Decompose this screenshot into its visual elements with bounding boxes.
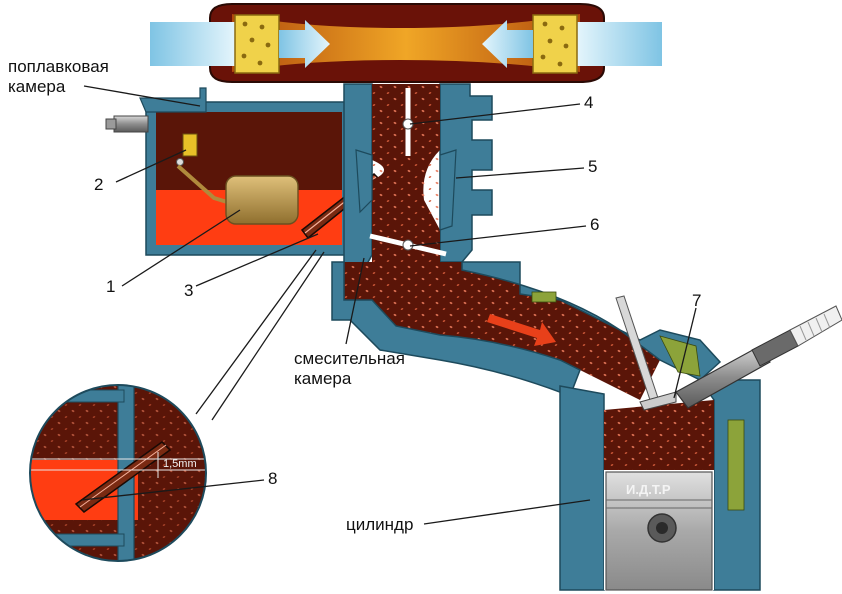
- float-chamber-label-line2: камера: [8, 77, 66, 96]
- air-inlet-right: [577, 22, 662, 66]
- callout-8: 8: [268, 469, 277, 488]
- air-flow-arrow-right: [482, 20, 533, 68]
- air-filter-icon: [150, 3, 662, 83]
- piston-mark: И.Д.Т.Р: [626, 482, 671, 497]
- detail-zoom-circle: 1,5mm: [29, 249, 325, 562]
- leader-lines: [81, 85, 697, 525]
- air-flow-arrow-left: [279, 20, 330, 68]
- callout-6: 6: [590, 215, 599, 234]
- air-inlet-left: [150, 22, 235, 66]
- fuel-inlet-fitting: [105, 115, 149, 133]
- callout-4: 4: [584, 93, 593, 112]
- mixing-chamber-label-line1: смесительная: [294, 349, 405, 368]
- callout-2: 2: [94, 175, 103, 194]
- callout-7: 7: [692, 291, 701, 310]
- cylinder-label: цилиндр: [346, 515, 413, 534]
- piston-icon: И.Д.Т.Р: [605, 471, 713, 591]
- runner-upper-wall: [461, 261, 722, 381]
- callout-1: 1: [106, 277, 115, 296]
- throttle-valve: [369, 233, 447, 257]
- float-icon: [225, 175, 299, 225]
- callout-3: 3: [184, 281, 193, 300]
- mixing-chamber-label-line2: камера: [294, 369, 352, 388]
- valve-icon: [615, 295, 677, 411]
- gap-dimension-label: 1,5mm: [163, 458, 197, 470]
- filter-block-left: [234, 14, 280, 74]
- callout-5: 5: [588, 157, 597, 176]
- carburetor-body: [105, 83, 722, 400]
- float-chamber-label-line1: поплавковая: [8, 57, 109, 76]
- spark-plug-icon: [675, 305, 842, 409]
- filter-block-right: [532, 14, 578, 74]
- flow-arrow: [487, 314, 556, 346]
- runner-lower-wall: [331, 261, 581, 397]
